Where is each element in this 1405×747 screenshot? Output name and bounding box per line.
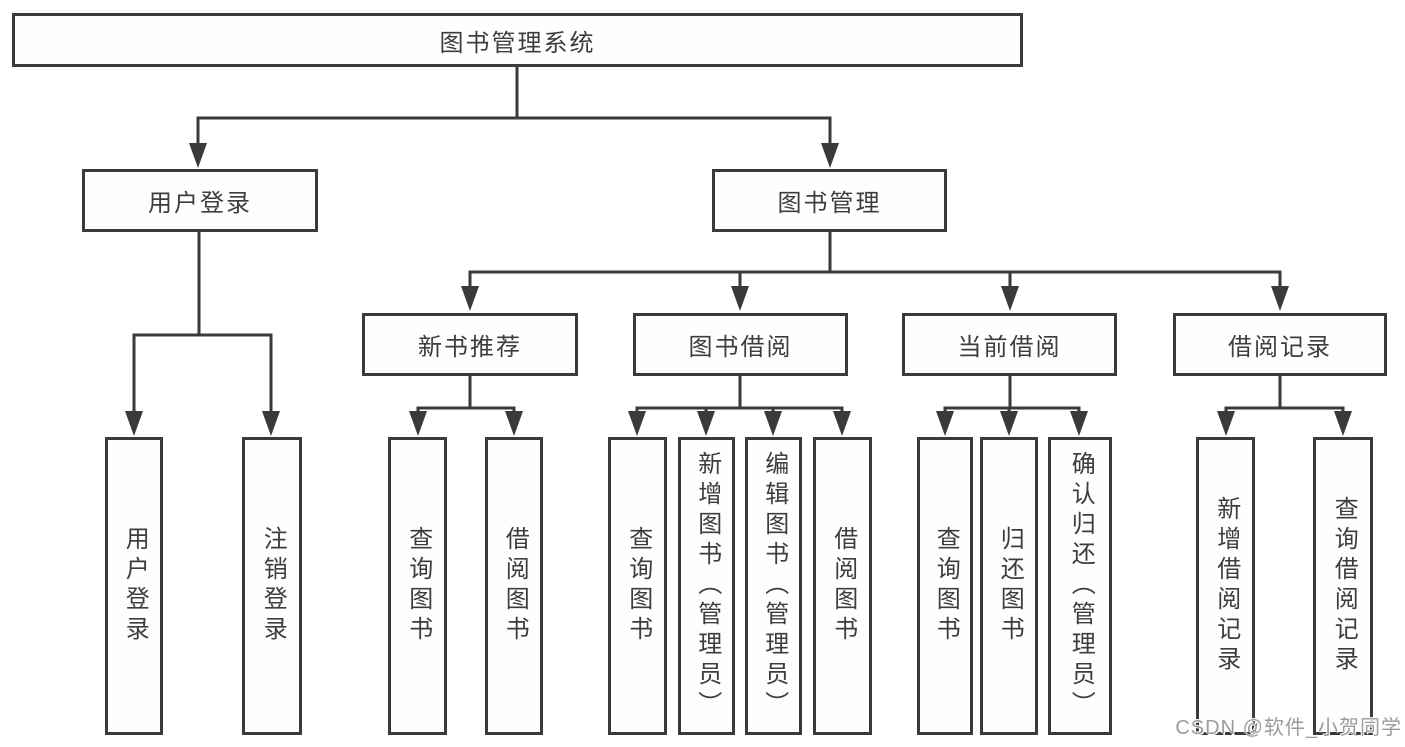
node-book-management: 图书管理 <box>712 169 947 232</box>
leaf-current-confirm-return-admin-label: 确认归还（管理员） <box>1067 451 1095 721</box>
leaf-record-query-borrow-record-label: 查询借阅记录 <box>1330 496 1358 676</box>
leaf-current-query-books: 查询图书 <box>917 437 973 735</box>
node-book-management-label: 图书管理 <box>777 190 882 217</box>
leaf-recommend-query-books-label: 查询图书 <box>404 526 432 646</box>
leaf-logout: 注销登录 <box>242 437 302 735</box>
csdn-watermark: CSDN @软件_小贺同学 <box>1175 717 1402 739</box>
leaf-borrow-add-books-admin: 新增图书（管理员） <box>678 437 735 735</box>
leaf-logout-label: 注销登录 <box>259 526 287 646</box>
leaf-user-login-label: 用户登录 <box>121 526 149 646</box>
node-new-book-recommend-label: 新书推荐 <box>418 334 522 361</box>
node-root: 图书管理系统 <box>12 13 1023 67</box>
leaf-record-query-borrow-record: 查询借阅记录 <box>1313 437 1373 735</box>
leaf-borrow-edit-books-admin: 编辑图书（管理员） <box>745 437 802 735</box>
leaf-current-confirm-return-admin: 确认归还（管理员） <box>1048 437 1112 735</box>
node-root-label: 图书管理系统 <box>439 29 596 57</box>
leaf-borrow-query-books: 查询图书 <box>608 437 667 735</box>
leaf-user-login: 用户登录 <box>105 437 163 735</box>
node-new-book-recommend: 新书推荐 <box>362 313 578 376</box>
leaf-borrow-edit-books-admin-label: 编辑图书（管理员） <box>760 451 788 721</box>
node-current-borrow-label: 当前借阅 <box>957 334 1062 361</box>
node-borrow-record-label: 借阅记录 <box>1228 334 1332 361</box>
connector-arrowheads <box>125 143 1352 436</box>
node-book-borrow: 图书借阅 <box>633 313 848 376</box>
leaf-borrow-add-books-admin-label: 新增图书（管理员） <box>693 451 721 721</box>
node-user-login: 用户登录 <box>82 169 318 232</box>
leaf-record-add-borrow-record: 新增借阅记录 <box>1196 437 1255 735</box>
leaf-current-query-books-label: 查询图书 <box>932 526 960 646</box>
node-book-borrow-label: 图书借阅 <box>688 334 793 361</box>
leaf-recommend-query-books: 查询图书 <box>388 437 447 735</box>
leaf-borrow-borrow-books: 借阅图书 <box>813 437 872 735</box>
leaf-record-add-borrow-record-label: 新增借阅记录 <box>1212 496 1240 676</box>
leaf-current-return-books: 归还图书 <box>980 437 1038 735</box>
node-borrow-record: 借阅记录 <box>1173 313 1387 376</box>
leaf-recommend-borrow-books-label: 借阅图书 <box>501 526 529 646</box>
leaf-current-return-books-label: 归还图书 <box>996 526 1024 646</box>
node-user-login-label: 用户登录 <box>148 190 252 217</box>
node-current-borrow: 当前借阅 <box>902 313 1117 376</box>
leaf-recommend-borrow-books: 借阅图书 <box>485 437 543 735</box>
leaf-borrow-query-books-label: 查询图书 <box>624 526 652 646</box>
leaf-borrow-borrow-books-label: 借阅图书 <box>829 526 857 646</box>
